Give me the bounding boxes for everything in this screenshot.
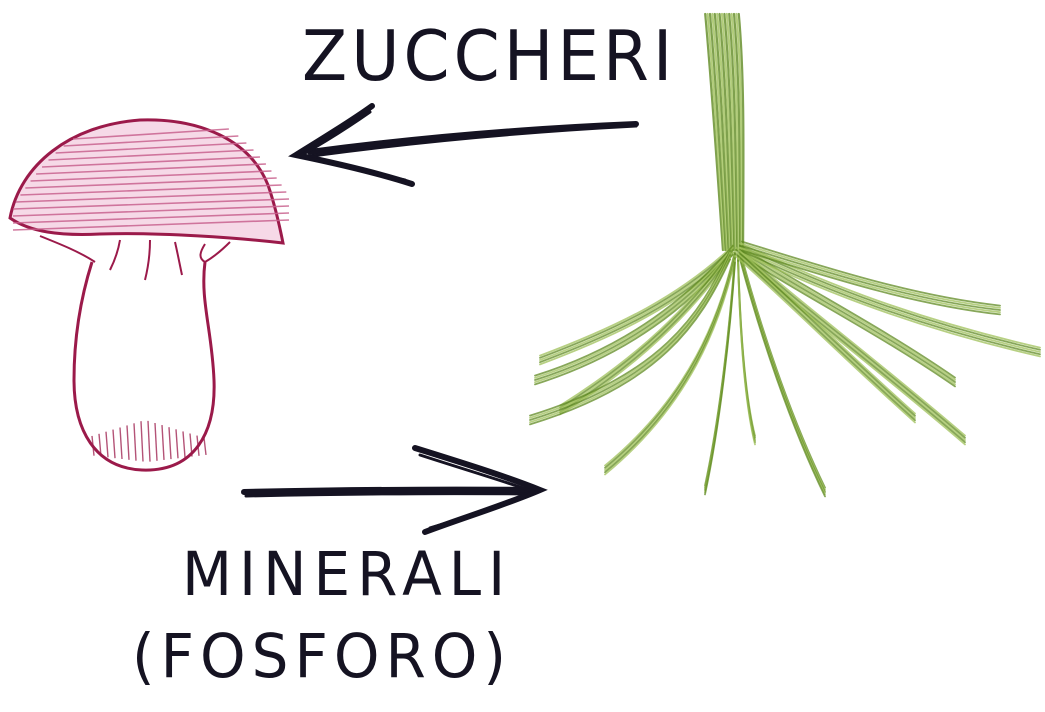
stem-hatch-stroke [183, 431, 185, 457]
stem-hatch-stroke [197, 436, 199, 456]
mushroom-icon [10, 120, 289, 470]
stem-hatch-stroke [162, 425, 164, 460]
stem-hatch-stroke [155, 423, 157, 461]
stem-hatch-stroke [106, 432, 108, 458]
stem-hatch-stroke [148, 421, 150, 462]
minerals-label: MINERALI [182, 538, 512, 609]
stem-hatch-stroke [134, 423, 136, 460]
sugars-label: ZUCCHERI [302, 16, 676, 97]
root-branch-stroke [738, 262, 755, 444]
stem-hatch-stroke [169, 427, 171, 459]
stem-hatch-stroke [176, 429, 178, 458]
phosphorus-label: (FOSFORO) [132, 620, 512, 691]
mushroom-gills [40, 236, 230, 280]
stem-hatch-stroke [120, 428, 122, 460]
stem-hatch-stroke [113, 430, 115, 459]
sugars-arrow [296, 106, 636, 184]
stem-hatch-stroke [127, 425, 129, 459]
minerals-arrow [244, 448, 540, 532]
stem-hatch-stroke [204, 438, 206, 455]
stem-hatch-stroke [92, 436, 94, 456]
mushroom-stem [74, 262, 214, 470]
root-branch-stroke [738, 260, 755, 442]
stem-hatch-stroke [141, 421, 143, 461]
